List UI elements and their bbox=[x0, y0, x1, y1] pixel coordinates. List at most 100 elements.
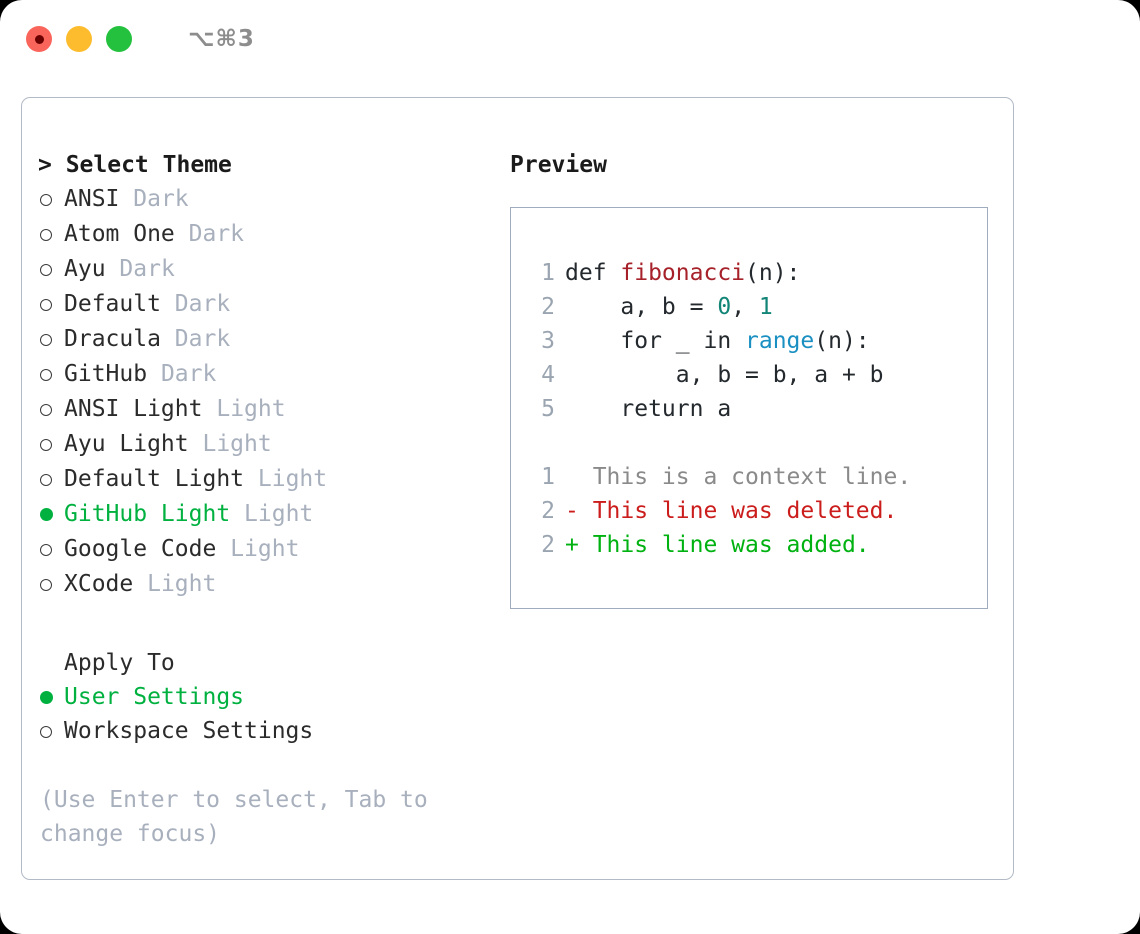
selected-bullet-icon bbox=[40, 508, 53, 521]
theme-variant-label: Light bbox=[202, 431, 272, 457]
theme-name-label: Google Code bbox=[64, 535, 217, 562]
apply-to-item[interactable]: Workspace Settings bbox=[38, 714, 502, 749]
theme-list-item[interactable]: Default Dark bbox=[38, 287, 502, 322]
theme-list-item[interactable]: Google Code Light bbox=[38, 532, 502, 567]
diff-line: 1 This is a context line. bbox=[527, 460, 987, 494]
keyboard-shortcut-label: ⌥⌘3 bbox=[188, 26, 255, 52]
theme-list-item[interactable]: GitHub Dark bbox=[38, 357, 502, 392]
theme-name-label: Ayu bbox=[64, 256, 106, 282]
theme-variant-label: Light bbox=[147, 570, 217, 597]
theme-list-item[interactable]: Atom One Dark bbox=[38, 217, 502, 252]
apply-to-heading-marker-slot bbox=[38, 636, 64, 670]
code-token: for _ in bbox=[565, 328, 746, 354]
unselected-marker bbox=[38, 463, 64, 497]
label-gap bbox=[161, 287, 175, 321]
theme-name-label: ANSI Light bbox=[64, 396, 203, 422]
unselected-marker bbox=[38, 288, 64, 322]
code-token: def bbox=[565, 260, 621, 286]
theme-variant-label: Dark bbox=[174, 326, 231, 352]
select-theme-heading: > Select Theme bbox=[38, 152, 232, 178]
label-gap bbox=[106, 252, 120, 286]
unselected-marker bbox=[38, 393, 64, 427]
unselected-marker bbox=[38, 253, 64, 287]
code-line-text: return a bbox=[565, 392, 731, 426]
unselected-marker bbox=[38, 428, 64, 462]
code-diff-separator bbox=[527, 426, 987, 460]
theme-variant-label: Dark bbox=[174, 291, 231, 317]
code-line: 4 a, b = b, a + b bbox=[527, 358, 987, 392]
unselected-bullet-icon bbox=[40, 474, 52, 486]
code-token: return a bbox=[565, 396, 732, 422]
code-token: range bbox=[745, 328, 815, 354]
list-spacer bbox=[38, 602, 502, 636]
theme-list-item[interactable]: XCode Light bbox=[38, 567, 502, 602]
theme-name-label: Ayu Light bbox=[64, 431, 189, 457]
unselected-marker bbox=[38, 715, 64, 749]
theme-variant-label: Light bbox=[244, 501, 314, 527]
theme-variant-label: Dark bbox=[119, 256, 175, 282]
theme-list-item[interactable]: Ayu Light Light bbox=[38, 427, 502, 462]
selected-bullet-icon bbox=[40, 690, 53, 704]
code-line-number: 2 bbox=[541, 294, 555, 320]
theme-variant-label: Light bbox=[257, 466, 328, 492]
unselected-marker bbox=[38, 183, 64, 217]
code-token: 0 bbox=[717, 294, 732, 320]
theme-name-label: ANSI bbox=[64, 186, 120, 212]
diff-line-number: 2 bbox=[541, 532, 555, 558]
theme-list-item[interactable]: ANSI Light Light bbox=[38, 392, 502, 427]
theme-name-label: XCode bbox=[64, 570, 134, 597]
code-line-text: for _ in range(n): bbox=[565, 324, 869, 358]
unselected-bullet-icon bbox=[40, 334, 52, 346]
unselected-bullet-icon bbox=[40, 726, 52, 738]
label-gap bbox=[133, 567, 147, 601]
unselected-bullet-icon bbox=[40, 439, 52, 451]
code-line-number: 3 bbox=[541, 328, 555, 354]
label-gap bbox=[175, 217, 189, 251]
theme-list-item[interactable]: Dracula Dark bbox=[38, 322, 502, 357]
close-dot[interactable] bbox=[26, 26, 52, 52]
preview-heading: Preview bbox=[510, 152, 607, 178]
diff-line-number: 2 bbox=[541, 498, 555, 524]
theme-name-label: GitHub Light bbox=[64, 501, 231, 527]
unselected-bullet-icon bbox=[40, 229, 52, 241]
maximize-dot[interactable] bbox=[106, 26, 132, 52]
theme-name-label: Default bbox=[64, 291, 161, 317]
diff-line-text: + This line was added. bbox=[565, 532, 870, 558]
diff-line: 2 + This line was added. bbox=[527, 528, 987, 562]
diff-line-number: 1 bbox=[541, 464, 555, 490]
apply-to-label: Workspace Settings bbox=[64, 718, 314, 744]
label-gap bbox=[216, 532, 230, 566]
code-token: a, b = b, a + b bbox=[565, 362, 884, 388]
code-token: a, b = bbox=[565, 294, 718, 320]
label-gap bbox=[161, 322, 175, 356]
code-token: fibonacci bbox=[620, 260, 746, 286]
label-gap bbox=[119, 182, 133, 216]
theme-list-item[interactable]: Default Light Light bbox=[38, 462, 502, 497]
unselected-bullet-icon bbox=[40, 194, 52, 206]
theme-list-item[interactable]: Ayu Dark bbox=[38, 252, 502, 287]
theme-list-item[interactable]: GitHub Light Light bbox=[38, 497, 502, 532]
theme-name-label: Default Light bbox=[64, 466, 245, 492]
unselected-bullet-icon bbox=[40, 264, 52, 276]
theme-variant-label: Dark bbox=[133, 186, 189, 212]
theme-variant-label: Light bbox=[216, 396, 286, 422]
recording-indicator-icon bbox=[34, 34, 44, 44]
label-gap bbox=[244, 462, 258, 496]
theme-variant-label: Dark bbox=[188, 221, 245, 247]
minimize-dot[interactable] bbox=[66, 26, 92, 52]
selected-marker bbox=[38, 498, 64, 532]
code-token: 1 bbox=[758, 294, 773, 320]
unselected-marker bbox=[38, 568, 64, 602]
code-line: 5 return a bbox=[527, 392, 987, 426]
diff-line-text: This is a context line. bbox=[565, 464, 912, 490]
title-bar: ⌥⌘3 bbox=[0, 0, 1140, 78]
unselected-bullet-icon bbox=[40, 578, 52, 591]
label-gap bbox=[202, 392, 216, 426]
theme-list-item[interactable]: ANSI Dark bbox=[38, 182, 502, 217]
apply-to-item[interactable]: User Settings bbox=[38, 680, 502, 715]
apply-to-heading: Apply To bbox=[64, 649, 175, 676]
